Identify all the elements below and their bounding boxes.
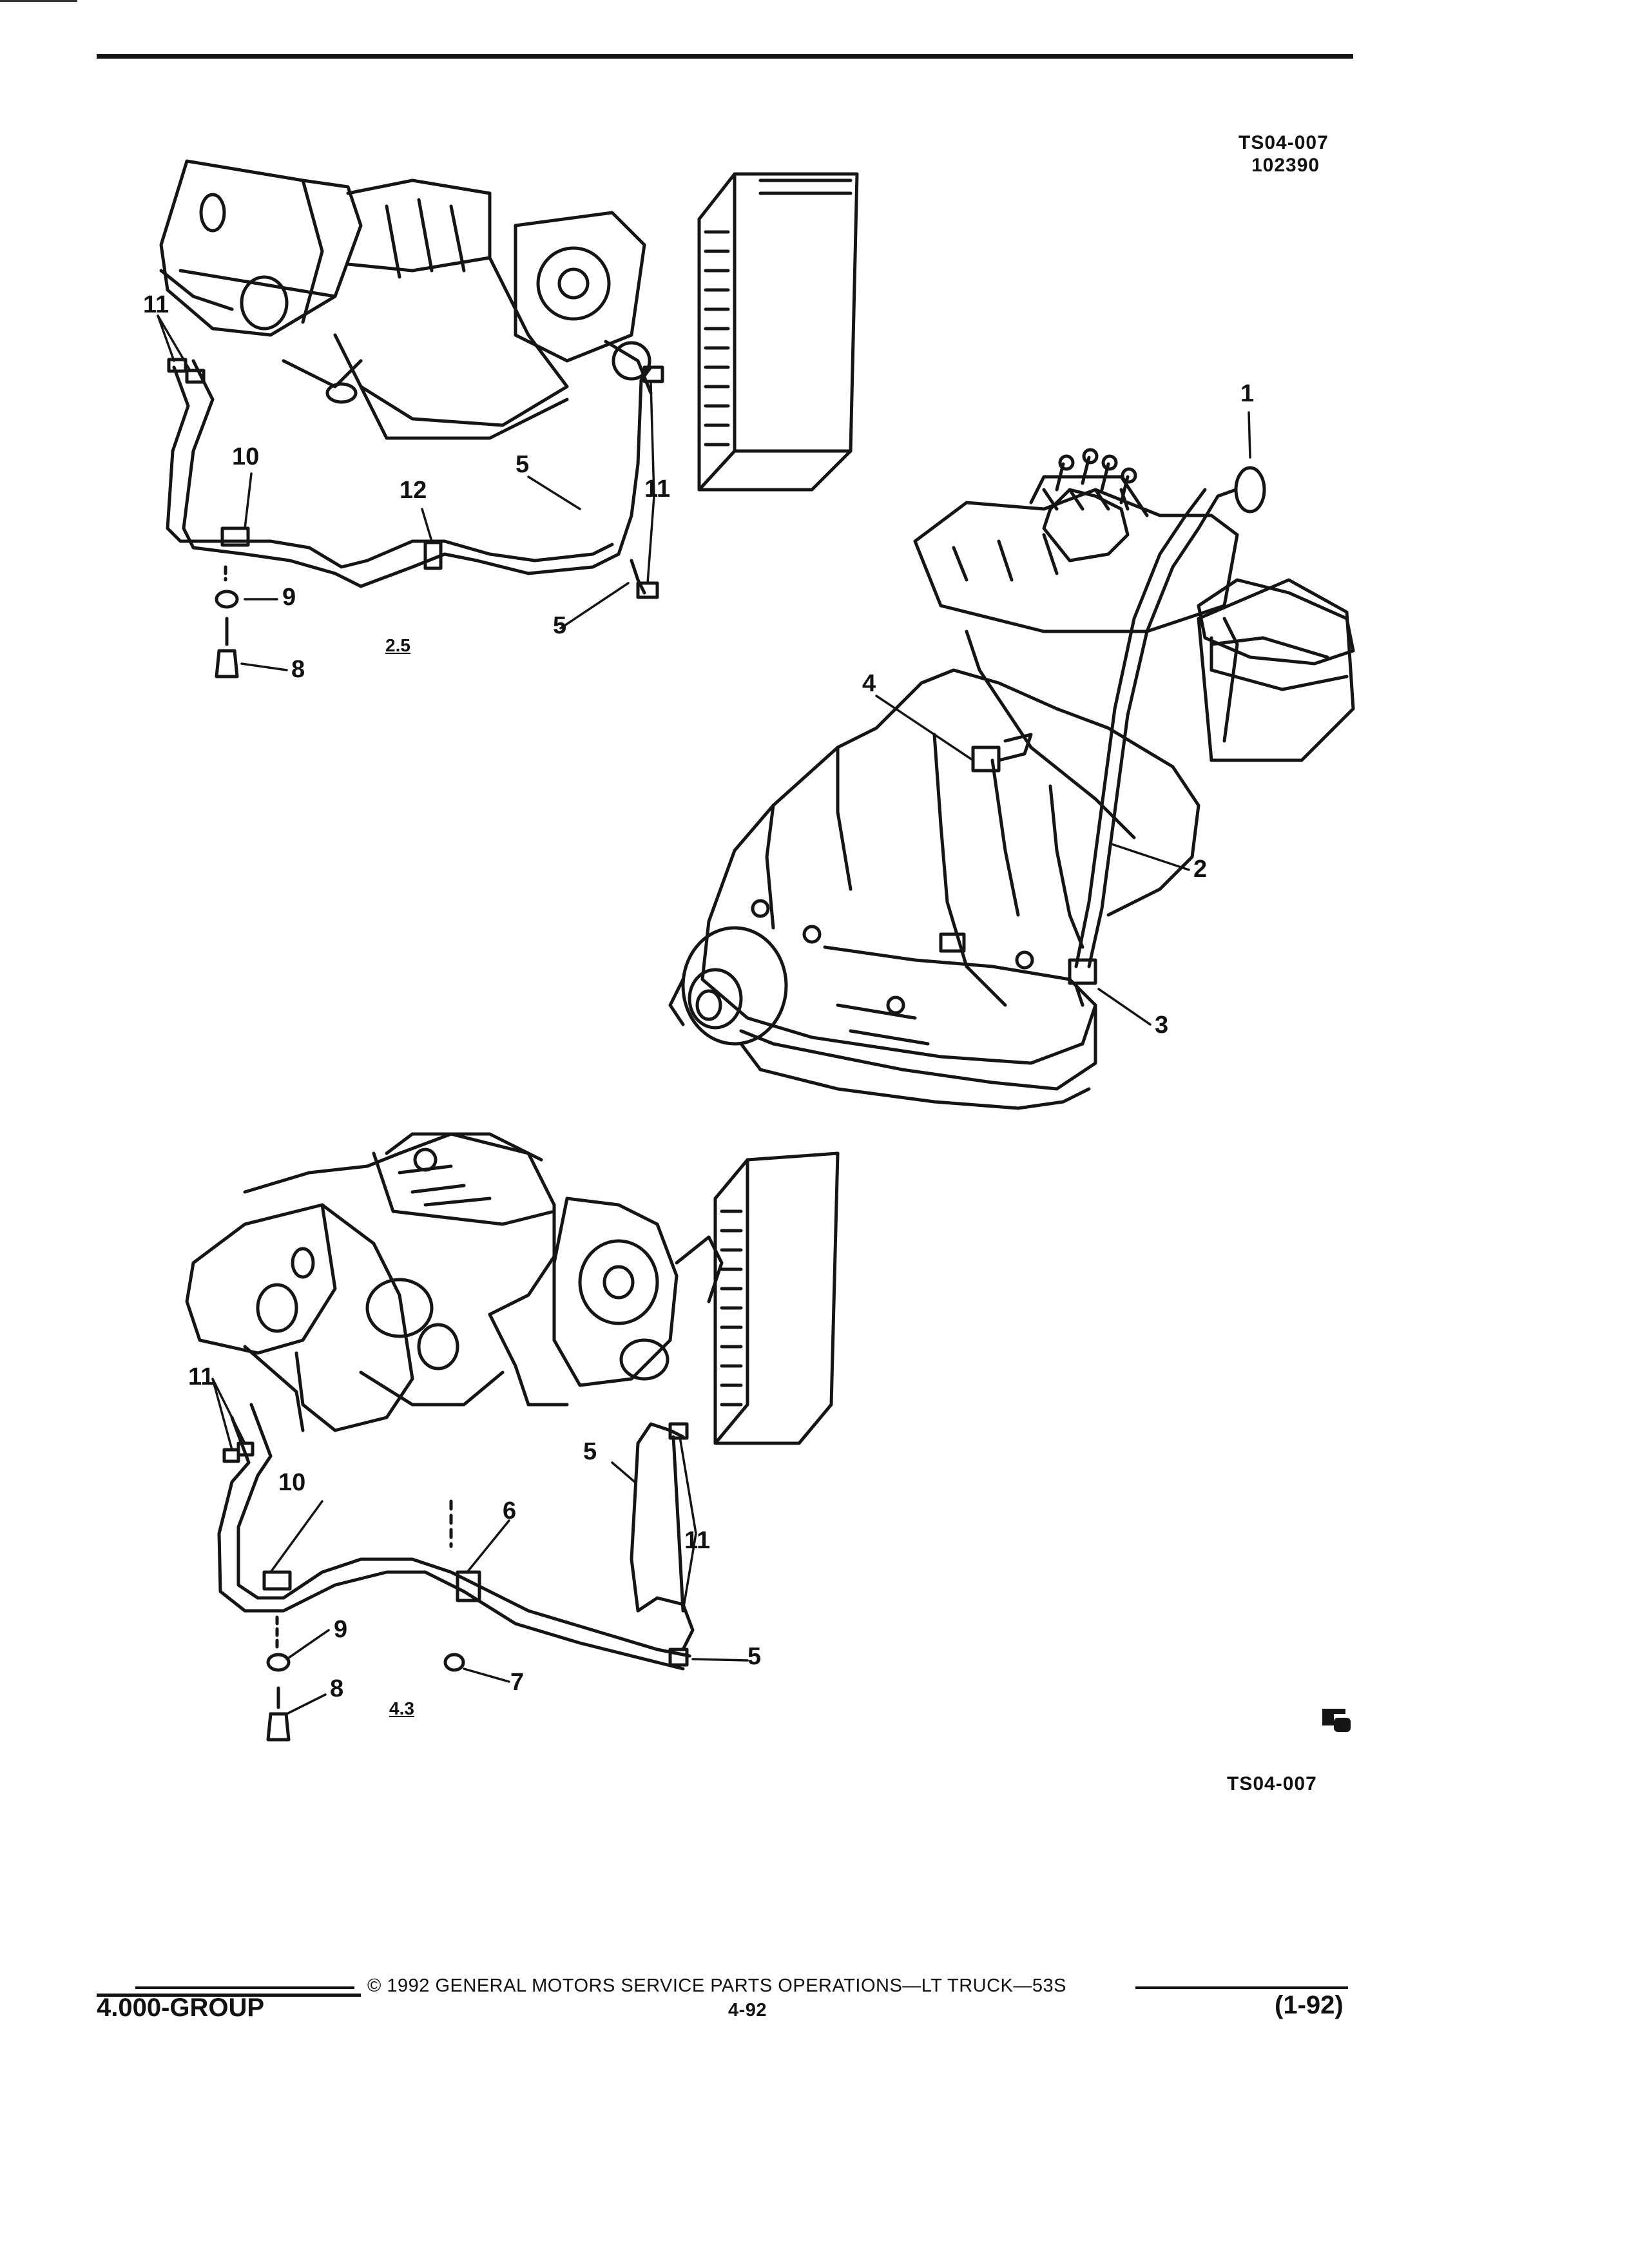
- callout-11-upper-left: 11: [143, 291, 169, 318]
- callout-10-lower: 10: [278, 1469, 306, 1496]
- engine-4-3-drawing: [185, 1132, 724, 1432]
- callout-12: 12: [400, 477, 427, 504]
- footer-group: 4.000-GROUP: [97, 1994, 265, 2022]
- callout-9-upper: 9: [282, 584, 296, 611]
- callout-8-lower: 8: [330, 1675, 344, 1702]
- callout-2: 2: [1193, 856, 1208, 883]
- footer-date: (1-92): [1275, 1991, 1344, 2019]
- lower-cooler-lines: [217, 1403, 695, 1671]
- engine-label-lower: 4.3: [389, 1698, 414, 1718]
- callout-5-upper-b: 5: [553, 612, 567, 639]
- leader-lines: [157, 314, 1251, 1715]
- corner-mark: [0, 0, 77, 2]
- callout-5-upper-a: 5: [516, 451, 530, 478]
- upper-fasteners: [215, 565, 239, 678]
- callout-5-lower-a: 5: [583, 1438, 597, 1465]
- callout-9-lower: 9: [334, 1616, 348, 1643]
- radiator-upper: [697, 172, 859, 492]
- transmission-drawing: [668, 475, 1355, 1110]
- callout-7: 7: [510, 1669, 525, 1696]
- callout-5-lower-b: 5: [747, 1643, 762, 1670]
- callout-1: 1: [1240, 380, 1255, 407]
- ref-code-bottom: TS04-007: [1227, 1773, 1317, 1794]
- gm-logo-mark: [1322, 1709, 1351, 1732]
- footer-copyright: © 1992 GENERAL MOTORS SERVICE PARTS OPER…: [367, 1975, 1066, 1996]
- engine-label-upper: 2.5: [385, 635, 410, 655]
- distributor-drawing: [1042, 448, 1355, 691]
- ref-date: 102390: [1251, 155, 1320, 176]
- lower-fasteners: [266, 1615, 465, 1742]
- group-rule: [97, 1994, 361, 1997]
- header-rule: [97, 54, 1353, 59]
- callout-10-upper: 10: [232, 443, 260, 470]
- radiator-lower: [713, 1151, 840, 1445]
- footer-rule-left: [135, 1986, 354, 1989]
- callout-3: 3: [1155, 1012, 1169, 1039]
- callout-11-lower-left: 11: [188, 1363, 215, 1390]
- callout-8-upper: 8: [291, 656, 305, 683]
- callout-11-lower-right: 11: [684, 1527, 711, 1554]
- upper-cooler-lines: [166, 358, 664, 599]
- callout-11-upper-right: 11: [644, 476, 671, 503]
- ref-code-top: TS04-007: [1239, 132, 1329, 153]
- footer-rule-right: [1135, 1986, 1348, 1989]
- callout-6: 6: [503, 1497, 517, 1524]
- callout-4: 4: [862, 670, 876, 697]
- dipstick-tube: [971, 466, 1266, 1007]
- engine-2-5-drawing: [159, 159, 653, 440]
- footer-page-number: 4-92: [728, 2000, 767, 2021]
